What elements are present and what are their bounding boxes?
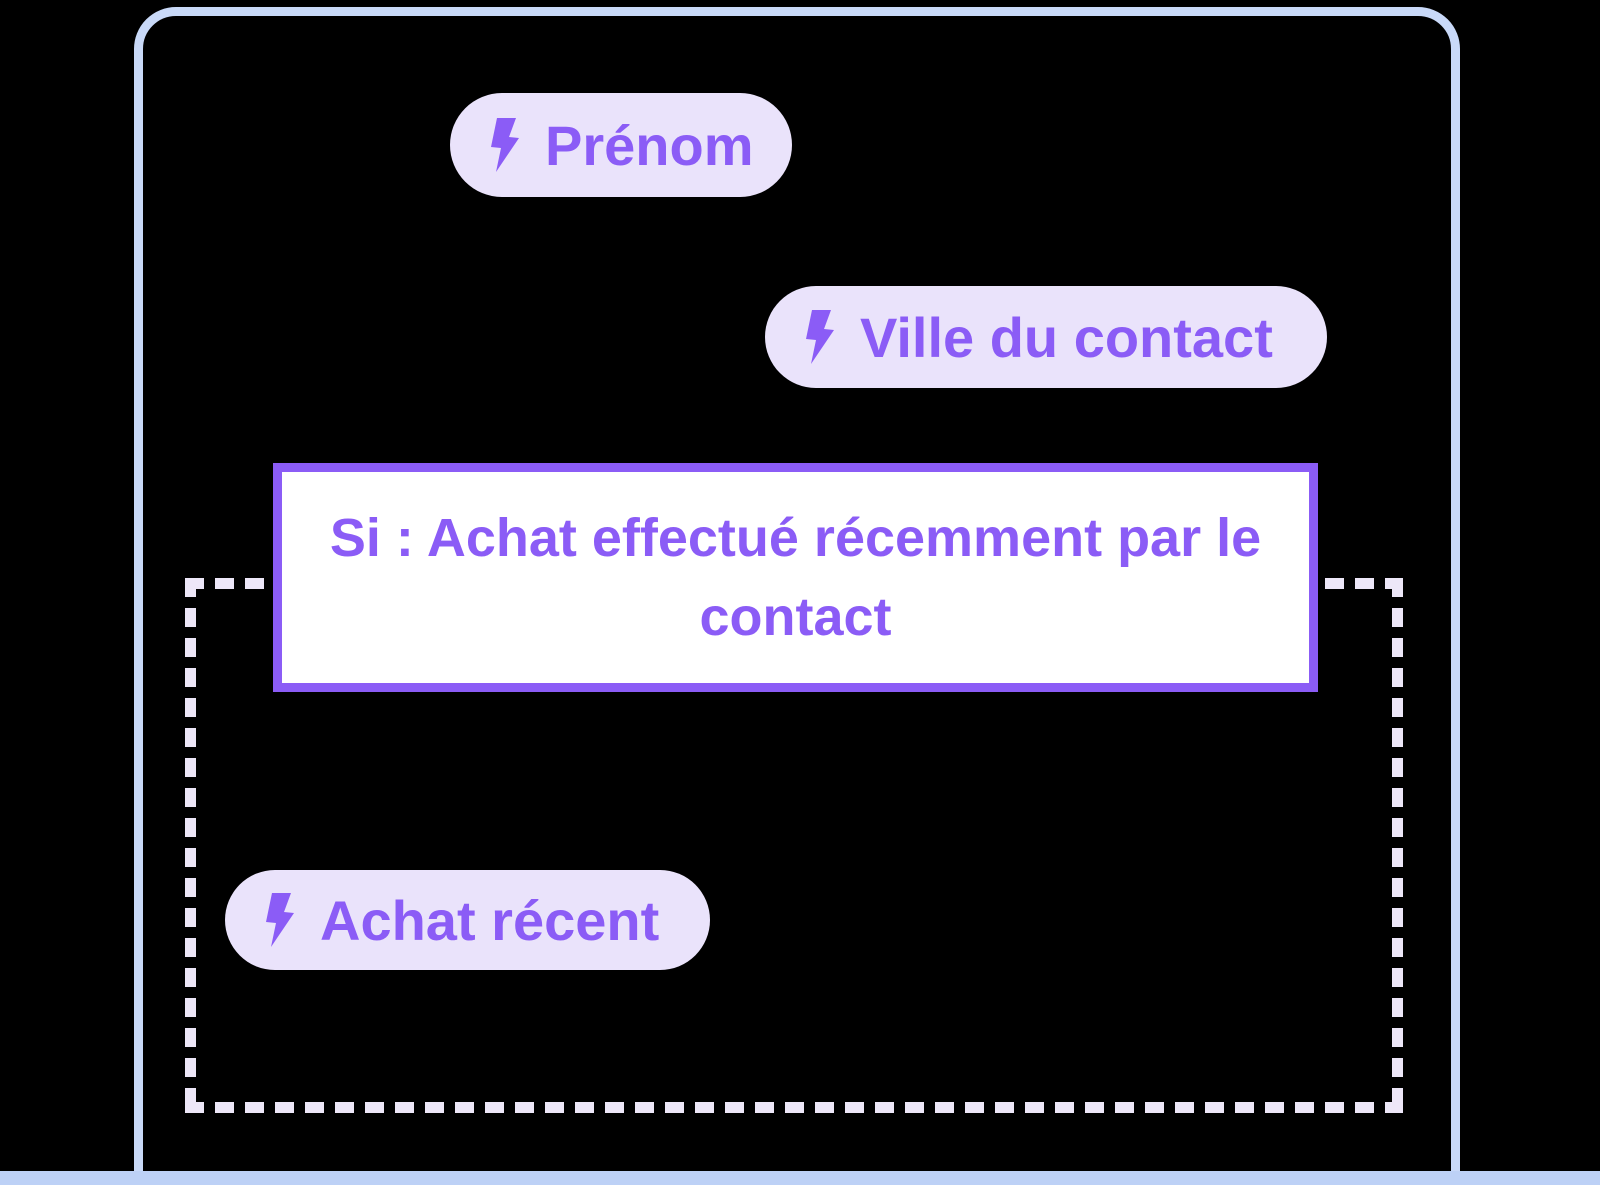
merge-tag-prenom[interactable]: Prénom xyxy=(450,93,792,197)
dashed-border-bottom xyxy=(185,1102,1403,1113)
lightning-bolt-icon xyxy=(491,118,519,172)
merge-tag-label: Prénom xyxy=(545,113,754,177)
content-frame xyxy=(134,7,1460,1185)
condition-if-block[interactable]: Si : Achat effectué récemment par le con… xyxy=(273,463,1318,692)
merge-tag-ville-du-contact[interactable]: Ville du contact xyxy=(765,286,1327,388)
merge-tag-label: Ville du contact xyxy=(860,305,1273,369)
dashed-border-right xyxy=(1392,578,1403,1113)
condition-label: Si : Achat effectué récemment par le con… xyxy=(329,508,1262,647)
merge-tag-label: Achat récent xyxy=(320,888,660,952)
lightning-bolt-icon xyxy=(266,893,294,947)
merge-tag-achat-recent[interactable]: Achat récent xyxy=(225,870,710,970)
bottom-section-edge xyxy=(0,1171,1600,1185)
lightning-bolt-icon xyxy=(806,310,834,364)
dashed-border-left xyxy=(185,578,196,1113)
